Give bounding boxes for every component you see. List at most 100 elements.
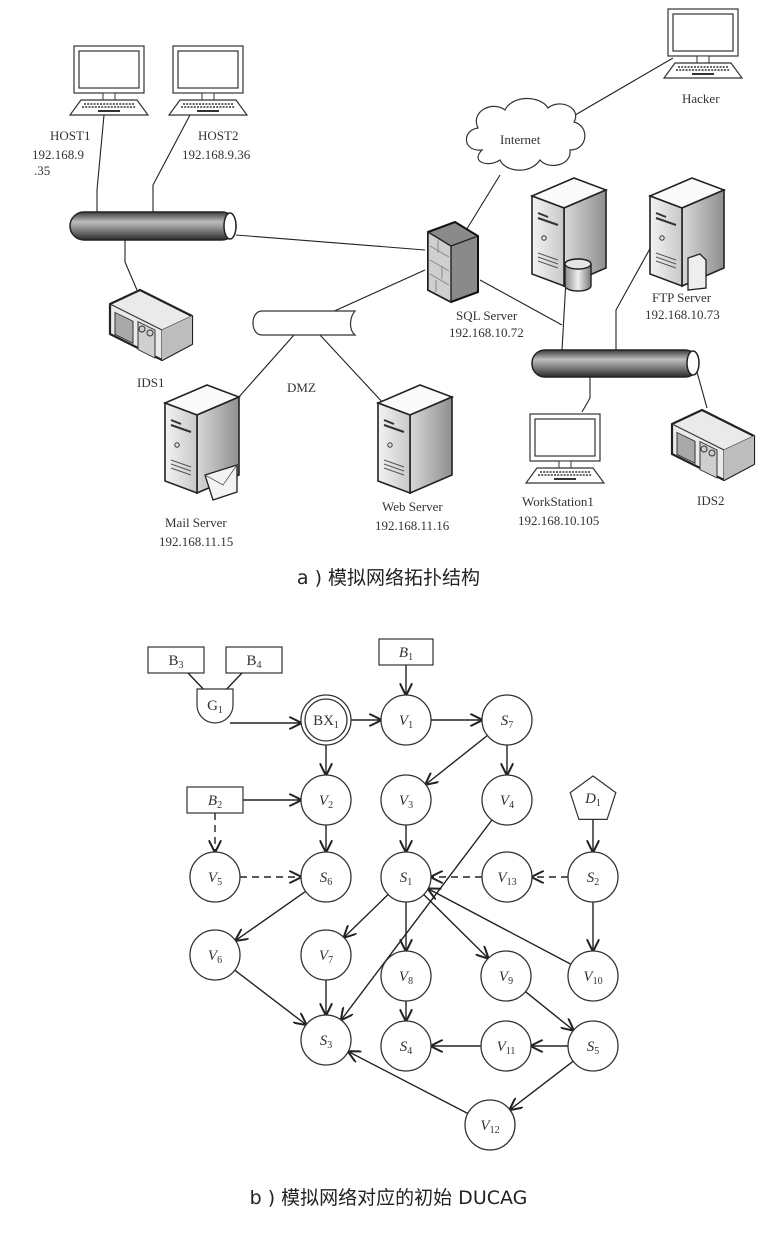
node-label-s7: S7 [501,713,514,731]
node-label-s3: S3 [320,1033,333,1051]
node-v9: V9 [480,950,532,1002]
node-label-v2: V2 [319,793,333,811]
node-label-b3: B3 [168,653,183,671]
ftp-server-ip: 192.168.10.73 [645,307,720,322]
node-label-d1: D1 [584,791,601,809]
node-d1: D1 [569,775,617,821]
node-b2: B2 [186,786,244,814]
node-s7: S7 [481,694,533,746]
ids2-label: IDS2 [697,493,724,508]
node-s2: S2 [567,851,619,903]
hacker-label: Hacker [682,91,720,106]
node-label-s6: S6 [320,870,333,888]
node-label-s5: S5 [587,1039,600,1057]
node-label-v1: V1 [399,713,413,731]
workstation1-computer-icon [525,413,605,484]
node-label-v7: V7 [319,948,333,966]
sql-server-ip: 192.168.10.72 [449,325,524,340]
host1-computer-icon [69,45,149,116]
ftp-server-label: FTP Server [652,290,712,305]
node-b1: B1 [378,638,434,666]
edge-S5-V12 [510,1060,574,1110]
node-v13: V13 [481,851,533,903]
sql-server-icon [531,177,607,292]
ids1-device-icon [108,288,194,362]
node-label-v12: V12 [480,1118,499,1136]
node-label-v3: V3 [399,793,413,811]
node-label-s2: S2 [587,870,600,888]
node-v3: V3 [380,774,432,826]
edge-S7-V3 [426,734,488,785]
node-label-g1: G1 [207,698,223,716]
figure-caption-a: a ) 模拟网络拓扑结构 [296,567,481,589]
edge-S6-V6 [236,890,306,940]
ducag-edges [187,665,593,1115]
edge-S1-V7 [344,893,389,938]
ids2-device-icon [670,408,756,482]
node-v6: V6 [189,929,241,981]
edge-S1-V9 [423,894,488,959]
node-v8: V8 [380,950,432,1002]
node-label-bx1: BX1 [313,713,339,731]
edge-V10-S1 [428,889,572,965]
node-label-v11: V11 [497,1039,516,1057]
node-s5: S5 [567,1020,619,1072]
mail-server-label: Mail Server [165,515,227,530]
internet-label: Internet [500,132,541,147]
node-s3: S3 [300,1014,352,1066]
web-server-ip: 192.168.11.16 [375,518,450,533]
mail-server-ip: 192.168.11.15 [159,534,233,549]
node-bx1: BX1 [300,694,352,746]
node-b3: B3 [147,646,205,674]
hacker-computer-icon [663,8,743,79]
dmz-bus-icon [252,310,357,336]
edge-V6-S3 [234,969,306,1025]
node-s1: S1 [380,851,432,903]
host2-computer-icon [168,45,248,116]
lan-bus-left-icon [69,211,237,241]
topology-wires [96,57,708,413]
node-label-v5: V5 [208,870,222,888]
figure-caption-b: b ) 模拟网络对应的初始 DUCAG [249,1187,528,1209]
node-v1: V1 [380,694,432,746]
node-label-s1: S1 [400,870,413,888]
web-server-icon [377,384,453,494]
workstation1-label: WorkStation1 [522,494,594,509]
node-label-v6: V6 [208,948,222,966]
mail-server-icon [164,384,240,501]
edge-V12-S3 [348,1052,469,1115]
internet-cloud-icon [465,97,586,171]
host2-ip: 192.168.9.36 [182,147,251,162]
node-label-b1: B1 [399,645,413,663]
edge-V4-S3 [341,819,493,1020]
dmz-label: DMZ [287,380,316,395]
host1-ip-line1: 192.168.9 [32,147,84,162]
lan-bus-right-icon [531,349,700,378]
firewall-icon [427,220,479,304]
web-server-label: Web Server [382,499,443,514]
node-s4: S4 [380,1020,432,1072]
node-v7: V7 [300,929,352,981]
node-v12: V12 [464,1099,516,1151]
sql-server-label: SQL Server [456,308,518,323]
node-label-b2: B2 [208,793,222,811]
node-label-b4: B4 [246,653,261,671]
node-label-s4: S4 [400,1039,413,1057]
node-b4: B4 [225,646,283,674]
host1-ip-line2: .35 [34,163,50,178]
node-v4: V4 [481,774,533,826]
ids1-label: IDS1 [137,375,164,390]
node-v11: V11 [480,1020,532,1072]
node-v10: V10 [567,950,619,1002]
node-label-v10: V10 [583,969,602,987]
ftp-server-icon [649,177,725,291]
workstation1-ip: 192.168.10.105 [518,513,599,528]
edge-V9-S5 [525,991,574,1031]
node-label-v8: V8 [399,969,413,987]
node-label-v4: V4 [500,793,514,811]
node-s6: S6 [300,851,352,903]
node-v2: V2 [300,774,352,826]
node-label-v9: V9 [499,969,513,987]
